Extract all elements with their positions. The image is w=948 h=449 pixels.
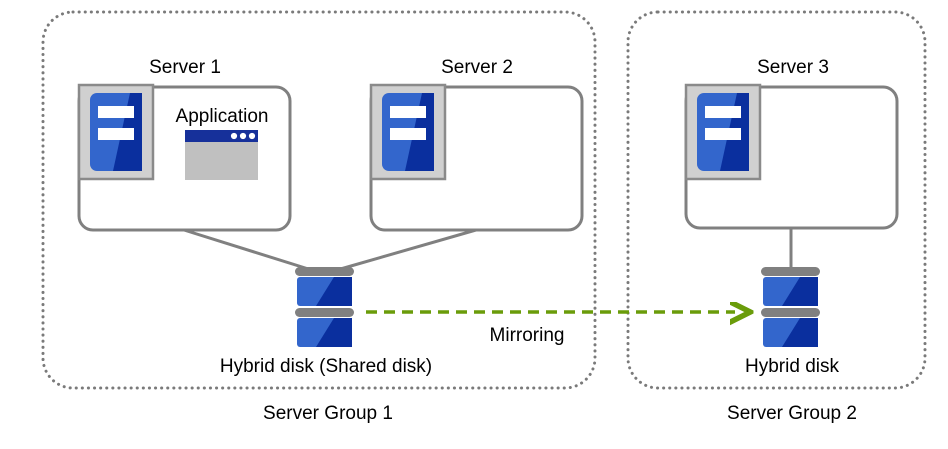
server-group-2-label: Server Group 2 — [727, 403, 857, 424]
server-group-1-panel — [41, 10, 597, 390]
application-window-icon — [185, 130, 258, 180]
server-3-label: Server 3 — [757, 57, 829, 78]
application-label: Application — [175, 106, 269, 127]
hybrid-disk-label: Hybrid disk — [745, 356, 839, 377]
hybrid-disk-shared-label: Hybrid disk (Shared disk) — [219, 356, 433, 377]
server-group-1-label: Server Group 1 — [263, 403, 393, 424]
connector-server2-to-disk — [329, 228, 477, 274]
server-1-label: Server 1 — [149, 57, 221, 78]
server-3-server-icon — [684, 83, 762, 181]
mirroring-label: Mirroring — [489, 325, 565, 346]
connector-server1-to-disk — [183, 228, 319, 274]
hybrid-disk-icon — [761, 267, 820, 347]
server-1-server-icon — [77, 83, 155, 181]
server-2-label: Server 2 — [441, 57, 513, 78]
hybrid-disk-shared-icon — [295, 267, 354, 347]
server-2-server-icon — [369, 83, 447, 181]
